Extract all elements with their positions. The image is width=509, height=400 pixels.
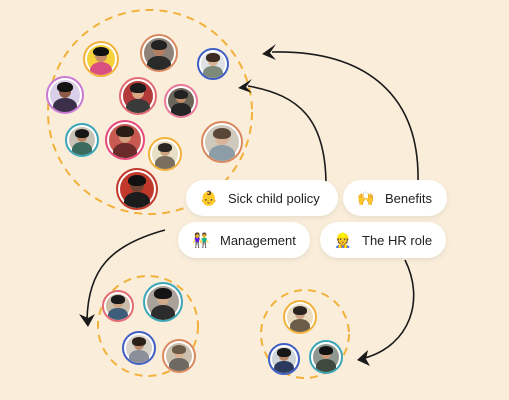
couple-icon: 👫 bbox=[192, 231, 210, 248]
worker-icon: 👷 bbox=[334, 231, 352, 248]
member-avatar bbox=[122, 331, 156, 365]
member-avatar bbox=[197, 48, 229, 80]
member-avatar bbox=[83, 41, 119, 77]
arrow-mid-curve bbox=[247, 85, 327, 183]
topic-label: Sick child policy bbox=[228, 190, 320, 206]
topic-label: Benefits bbox=[385, 190, 432, 206]
member-avatar bbox=[119, 77, 157, 115]
large-group-circle bbox=[47, 9, 253, 215]
topic-pill-hr-role[interactable]: 👷 The HR role bbox=[320, 222, 446, 258]
member-avatar bbox=[148, 137, 182, 171]
small-group-circle-right bbox=[260, 289, 350, 379]
topic-label: Management bbox=[220, 232, 296, 248]
arrow-top-curve bbox=[271, 51, 419, 183]
member-avatar bbox=[268, 343, 300, 375]
arrow-right-curve bbox=[364, 259, 415, 359]
member-avatar bbox=[105, 120, 145, 160]
arrow-left-curve bbox=[86, 229, 166, 321]
member-avatar bbox=[201, 121, 243, 163]
arrow-mid-head bbox=[238, 79, 252, 93]
member-avatar bbox=[116, 168, 158, 210]
member-avatar bbox=[164, 84, 198, 118]
member-avatar bbox=[162, 339, 196, 373]
member-avatar bbox=[283, 300, 317, 334]
member-avatar bbox=[102, 290, 134, 322]
topic-label: The HR role bbox=[362, 232, 433, 248]
member-avatar bbox=[65, 123, 99, 157]
arrow-top-head bbox=[262, 44, 276, 60]
topic-pill-benefits[interactable]: 🙌 Benefits bbox=[343, 180, 447, 216]
arrow-right-head bbox=[357, 350, 370, 366]
topic-pill-management[interactable]: 👫 Management bbox=[178, 222, 310, 258]
member-avatar bbox=[309, 340, 343, 374]
member-avatar bbox=[46, 76, 84, 114]
member-avatar bbox=[143, 282, 183, 322]
small-group-circle-left bbox=[97, 275, 199, 377]
topic-pill-sick-child-policy[interactable]: 👶 Sick child policy bbox=[186, 180, 338, 216]
baby-icon: 👶 bbox=[200, 189, 218, 206]
member-avatar bbox=[140, 34, 178, 72]
arrow-left-head bbox=[79, 314, 95, 327]
raised-hands-icon: 🙌 bbox=[357, 189, 375, 206]
